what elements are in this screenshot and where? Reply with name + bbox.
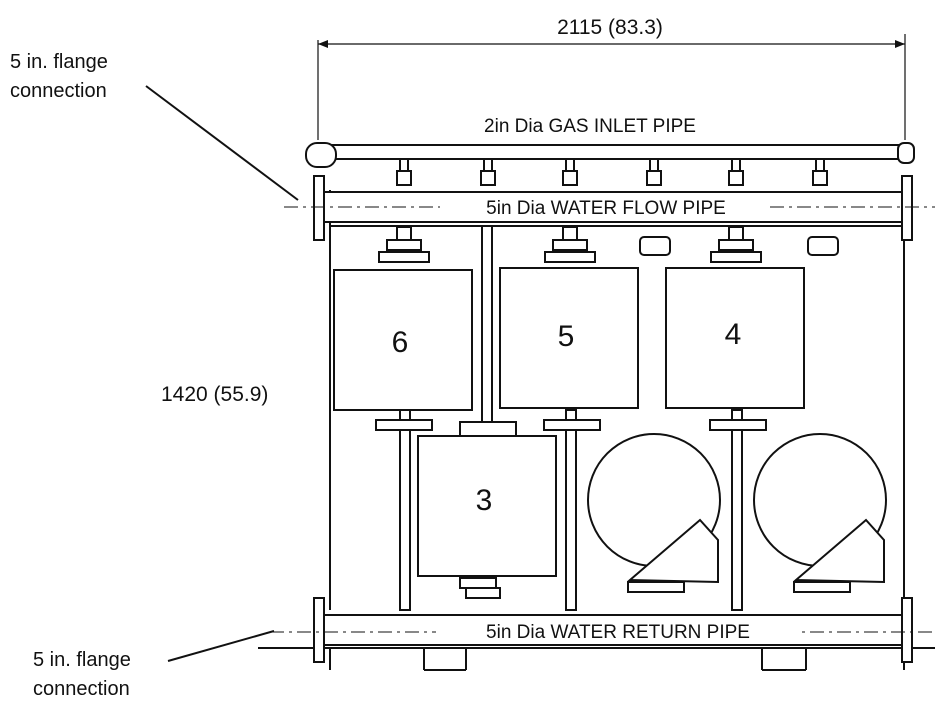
fan-unit-right — [753, 433, 887, 593]
width-dimension-label: 2115 (83.3) — [557, 16, 663, 39]
module-6: 6 — [333, 269, 473, 431]
module-3: 3 — [417, 421, 557, 599]
flow-pipe-label: 5in Dia WATER FLOW PIPE — [486, 198, 726, 219]
module-6-label: 6 — [392, 326, 409, 359]
gas-pipe-label: 2in Dia GAS INLET PIPE — [484, 116, 696, 137]
flange-bottom-line1: 5 in. flange — [33, 649, 131, 671]
return-pipe-label: 5in Dia WATER RETURN PIPE — [486, 622, 750, 643]
module-4: 4 — [665, 267, 805, 431]
fan-unit-left — [587, 433, 721, 593]
water-return-pipe: 5in Dia WATER RETURN PIPE — [270, 597, 935, 663]
water-flow-pipe: 5in Dia WATER FLOW PIPE — [284, 175, 935, 241]
flange-top-line1: 5 in. flange — [10, 51, 108, 73]
flange-top-line2: connection — [10, 80, 107, 102]
flange-callout-bottom: 5 in. flange connection — [33, 630, 275, 700]
flow-connectors — [378, 226, 839, 263]
flange-bottom-line2: connection — [33, 678, 130, 700]
module-5-label: 5 — [558, 320, 575, 353]
flange-callout-top: 5 in. flange connection — [10, 51, 299, 201]
module-4-label: 4 — [725, 318, 742, 351]
module-3-label: 3 — [476, 484, 493, 517]
gas-inlet-pipe: 2in Dia GAS INLET PIPE — [305, 116, 915, 186]
width-dimension: 2115 (83.3) — [317, 16, 906, 140]
module-5: 5 — [499, 267, 639, 431]
height-dimension-label: 1420 (55.9) — [161, 383, 268, 406]
